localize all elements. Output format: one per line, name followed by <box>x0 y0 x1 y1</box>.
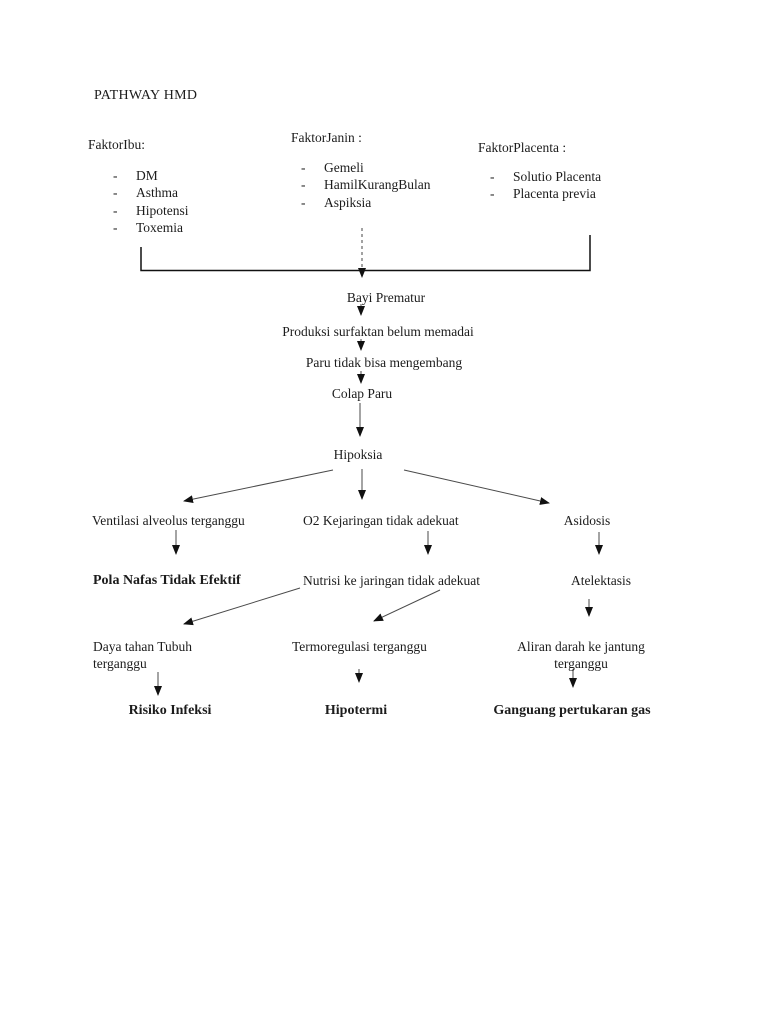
bullet-dash: - <box>113 168 118 183</box>
factor-janin-item: Aspiksia <box>324 194 372 210</box>
node-atelektasis: Atelektasis <box>571 573 631 588</box>
bullet-dash: - <box>301 177 306 193</box>
bullet-dash: - <box>113 185 118 201</box>
list-item: - Aspiksia <box>301 194 430 211</box>
page-title: PATHWAY HMD <box>94 88 198 103</box>
bullet-dash: - <box>301 194 306 210</box>
factor-placenta-list: - Solutio Placenta - Placenta previa <box>490 168 601 203</box>
arrow-nutrisi-to-termoregulasi <box>373 589 441 622</box>
node-produksi-surfaktan: Produksi surfaktan belum memadai <box>282 324 474 339</box>
factor-janin-label: FaktorJanin : <box>291 130 362 145</box>
bullet-dash: - <box>113 219 118 235</box>
node-daya-tahan-tubuh: Daya tahan Tubuh terganggu <box>93 639 192 672</box>
bullet-dash: - <box>490 169 495 184</box>
list-item: - DM <box>113 167 189 184</box>
factor-placenta-block: FaktorPlacenta : - Solutio Placenta - Plac… <box>478 139 601 203</box>
list-item: - Toxemia <box>113 219 189 236</box>
node-pola-nafas-tidak-efektif: Pola Nafas Tidak Efektif <box>93 573 241 588</box>
factor-placenta-label: FaktorPlacenta : <box>478 140 567 155</box>
list-item: - Gemeli <box>301 159 430 176</box>
bullet-dash: - <box>490 186 495 202</box>
list-item: - Solutio Placenta <box>490 168 601 185</box>
factor-ibu-block: FaktorIbu: - DM - Asthma - Hipotensi - Toxem… <box>88 136 189 236</box>
factor-ibu-label: FaktorIbu: <box>88 137 145 152</box>
node-daya-tahan-line2: terganggu <box>93 655 147 671</box>
factor-janin-item: Gemeli <box>324 160 364 175</box>
factor-ibu-item: Asthma <box>136 185 178 201</box>
list-item: - Placenta previa <box>490 185 601 202</box>
bullet-dash: - <box>301 160 306 175</box>
node-colap-paru: Colap Paru <box>331 386 393 401</box>
factor-janin-block: FaktorJanin : - Gemeli - HamilKurangBulan … <box>291 129 430 211</box>
node-nutrisi-ke-jaringan: Nutrisi ke jaringan tidak adekuat <box>303 573 480 588</box>
node-ventilasi-alveolus: Ventilasi alveolus terganggu <box>92 513 245 528</box>
node-aliran-darah-line2: terganggu <box>554 655 608 671</box>
factor-ibu-item: Hipotensi <box>136 202 189 218</box>
node-o2-kejaringan: O2 Kejaringan tidak adekuat <box>303 513 459 528</box>
arrow-hipoksia-to-ventilasi <box>183 469 334 504</box>
factor-janin-item: HamilKurangBulan <box>324 177 431 193</box>
bullet-dash: - <box>113 202 118 218</box>
list-item: - Asthma <box>113 184 189 201</box>
node-termoregulasi: Termoregulasi terganggu <box>292 639 427 654</box>
factor-placenta-item: Solutio Placenta <box>513 169 602 184</box>
arrow-hipoksia-to-asidosis <box>403 469 550 505</box>
node-paru-tidak-bisa-mengembang: Paru tidak bisa mengembang <box>305 355 463 370</box>
node-hipoksia: Hipoksia <box>333 447 383 462</box>
node-risiko-infeksi: Risiko Infeksi <box>128 703 212 718</box>
node-bayi-prematur: Bayi Prematur <box>346 290 426 305</box>
node-aliran-darah-line1: Aliran darah ke jantung <box>517 639 645 654</box>
factors-bracket <box>140 235 591 272</box>
arrow-nutrisi-to-dayatahan <box>183 587 301 626</box>
list-item: - Hipotensi <box>113 202 189 219</box>
node-asidosis: Asidosis <box>563 513 611 528</box>
factor-janin-list: - Gemeli - HamilKurangBulan - Aspiksia <box>301 159 430 211</box>
factor-ibu-item: DM <box>136 168 158 183</box>
factor-ibu-list: - DM - Asthma - Hipotensi - Toxemia <box>113 167 189 236</box>
factor-placenta-item: Placenta previa <box>513 186 596 202</box>
factor-ibu-item: Toxemia <box>136 219 184 235</box>
node-daya-tahan-line1: Daya tahan Tubuh <box>93 639 192 654</box>
node-hipotermi: Hipotermi <box>324 703 388 718</box>
node-ganguang-pertukaran-gas: Ganguang pertukaran gas <box>493 703 651 718</box>
node-aliran-darah: Aliran darah ke jantung terganggu <box>517 639 645 672</box>
list-item: - HamilKurangBulan <box>301 176 430 193</box>
